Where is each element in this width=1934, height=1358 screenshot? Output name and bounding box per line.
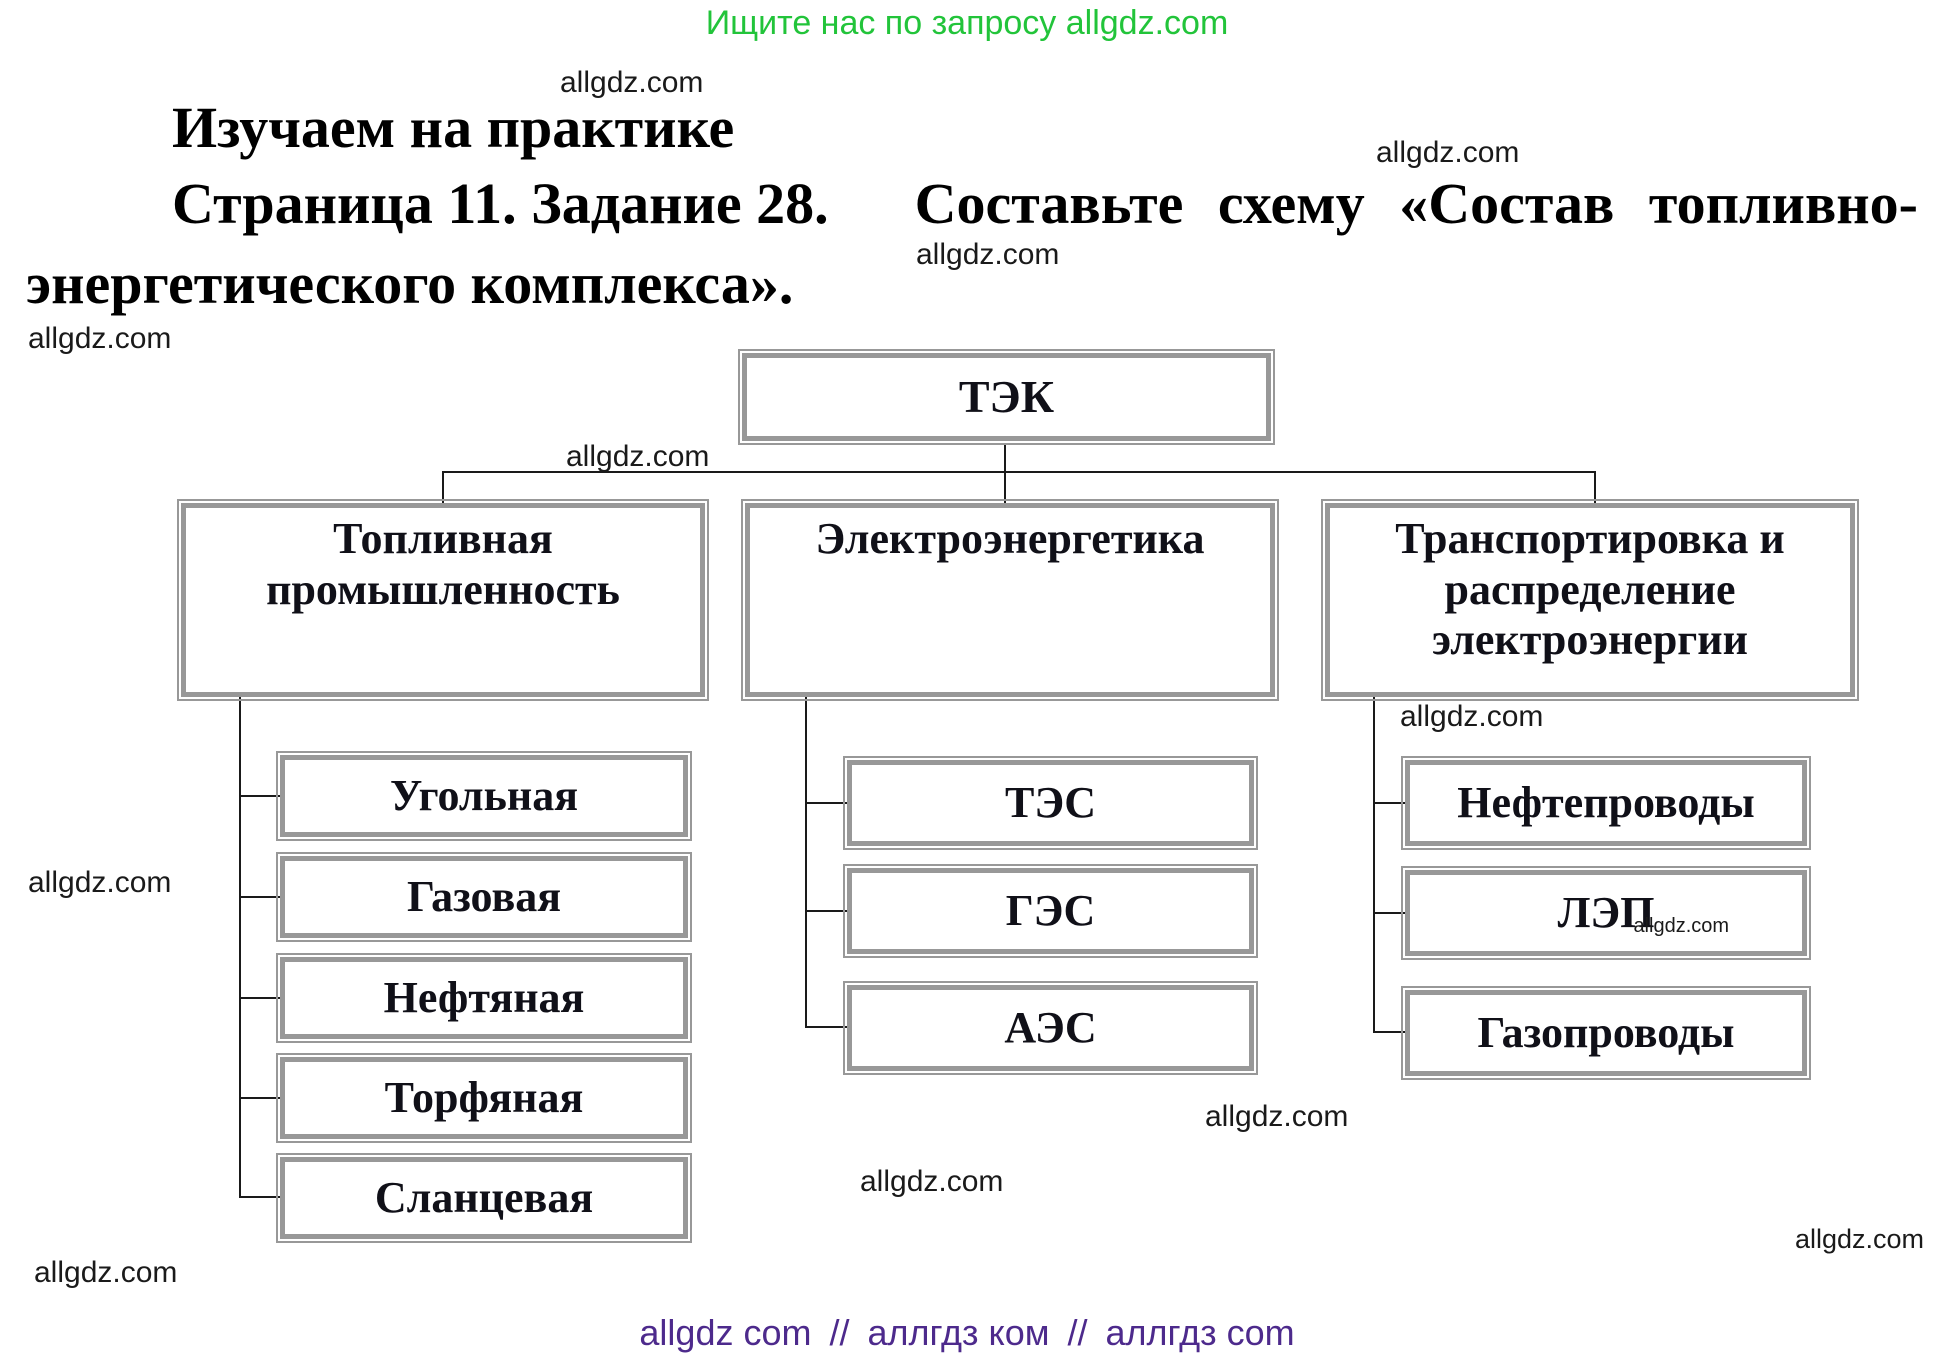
connector-line xyxy=(239,1097,280,1099)
connector-line xyxy=(442,471,1596,473)
node-label: ТЭК xyxy=(958,370,1055,422)
connector-line xyxy=(239,896,280,898)
heading-task-line: Страница 11. Задание 28. Составьте схему… xyxy=(172,172,1918,236)
node-label: Нефтепроводы xyxy=(1457,777,1755,827)
node-oil-pipelines: Нефтепроводы xyxy=(1401,756,1811,850)
connector-line xyxy=(1373,912,1405,914)
heading-task-text-2: энергетического комплекса». xyxy=(26,251,794,316)
connector-line xyxy=(1004,471,1006,503)
node-ges: ГЭС xyxy=(843,864,1258,958)
connector-line xyxy=(239,997,280,999)
watermark: allgdz.com xyxy=(566,440,710,473)
connector-line xyxy=(1373,1031,1405,1033)
watermark: allgdz.com xyxy=(860,1165,1004,1198)
footer-separator: // xyxy=(1067,1312,1088,1353)
node-label: Торфяная xyxy=(384,1072,584,1122)
watermark: allgdz.com xyxy=(28,322,172,355)
watermark: allgdz.com xyxy=(34,1256,178,1289)
node-label: АЭС xyxy=(1004,1002,1097,1052)
watermark: allgdz.com xyxy=(916,238,1060,271)
watermark: allgdz.com xyxy=(560,66,704,99)
node-fuel-industry: Топливная промышленность xyxy=(177,499,709,701)
node-peat: Торфяная xyxy=(276,1053,692,1143)
connector-line xyxy=(239,795,280,797)
footer-separator: // xyxy=(829,1312,850,1353)
connector-line xyxy=(1373,802,1405,804)
node-tek: ТЭК xyxy=(738,349,1275,445)
node-label: Угольная xyxy=(389,770,579,820)
footer-item: allgdz com xyxy=(639,1312,812,1353)
watermark: allgdz.com xyxy=(1376,136,1520,169)
connector-line xyxy=(239,1196,280,1198)
top-search-hint: Ищите нас по запросу allgdz.com xyxy=(705,4,1229,42)
node-lep: ЛЭП allgdz.com xyxy=(1401,866,1811,960)
connector-line xyxy=(805,910,847,912)
node-label: Топливная промышленность xyxy=(266,514,620,614)
node-aes: АЭС xyxy=(843,981,1258,1075)
footer-item: аллгдз com xyxy=(1105,1312,1295,1353)
connector-line xyxy=(1594,471,1596,503)
node-electric-power: Электроэнергетика xyxy=(741,499,1279,701)
connector-line xyxy=(239,697,241,1198)
connector-line xyxy=(442,471,444,503)
node-gas: Газовая xyxy=(276,852,692,942)
node-label: ЛЭП xyxy=(1557,887,1655,937)
connector-line xyxy=(805,697,807,1028)
watermark: allgdz.com xyxy=(28,866,172,899)
node-oil: Нефтяная xyxy=(276,953,692,1043)
connector-line xyxy=(805,1026,847,1028)
node-label: Газопроводы xyxy=(1477,1007,1735,1057)
heading-task-text: Составьте схему «Состав топливно- xyxy=(914,171,1918,236)
watermark: allgdz.com xyxy=(1633,914,1730,937)
watermark: allgdz.com xyxy=(1205,1100,1349,1133)
connector-line xyxy=(805,802,847,804)
node-label: Сланцевая xyxy=(374,1172,594,1222)
connector-line xyxy=(1004,443,1006,473)
footer-item: аллгдз ком xyxy=(867,1312,1050,1353)
node-label: ГЭС xyxy=(1005,885,1096,935)
node-label: Транспортировка и распределение электроэ… xyxy=(1395,514,1785,665)
node-tes: ТЭС xyxy=(843,756,1258,850)
watermark: allgdz.com xyxy=(1794,1224,1924,1254)
node-shale: Сланцевая xyxy=(276,1153,692,1243)
node-transport-distribution: Транспортировка и распределение электроэ… xyxy=(1321,499,1859,701)
node-label: Нефтяная xyxy=(383,972,585,1022)
node-label: ТЭС xyxy=(1005,777,1096,827)
connector-line xyxy=(1373,697,1375,1033)
footer-links: allgdz com // аллгдз ком // аллгдз com xyxy=(639,1312,1294,1354)
node-coal: Угольная xyxy=(276,751,692,841)
node-label: Электроэнергетика xyxy=(815,514,1205,563)
node-gas-pipelines: Газопроводы xyxy=(1401,986,1811,1080)
heading-page-task: Страница 11. Задание 28. xyxy=(172,171,829,236)
watermark: allgdz.com xyxy=(1400,700,1544,733)
node-label: Газовая xyxy=(406,871,562,921)
heading-practice: Изучаем на практике xyxy=(172,95,735,160)
